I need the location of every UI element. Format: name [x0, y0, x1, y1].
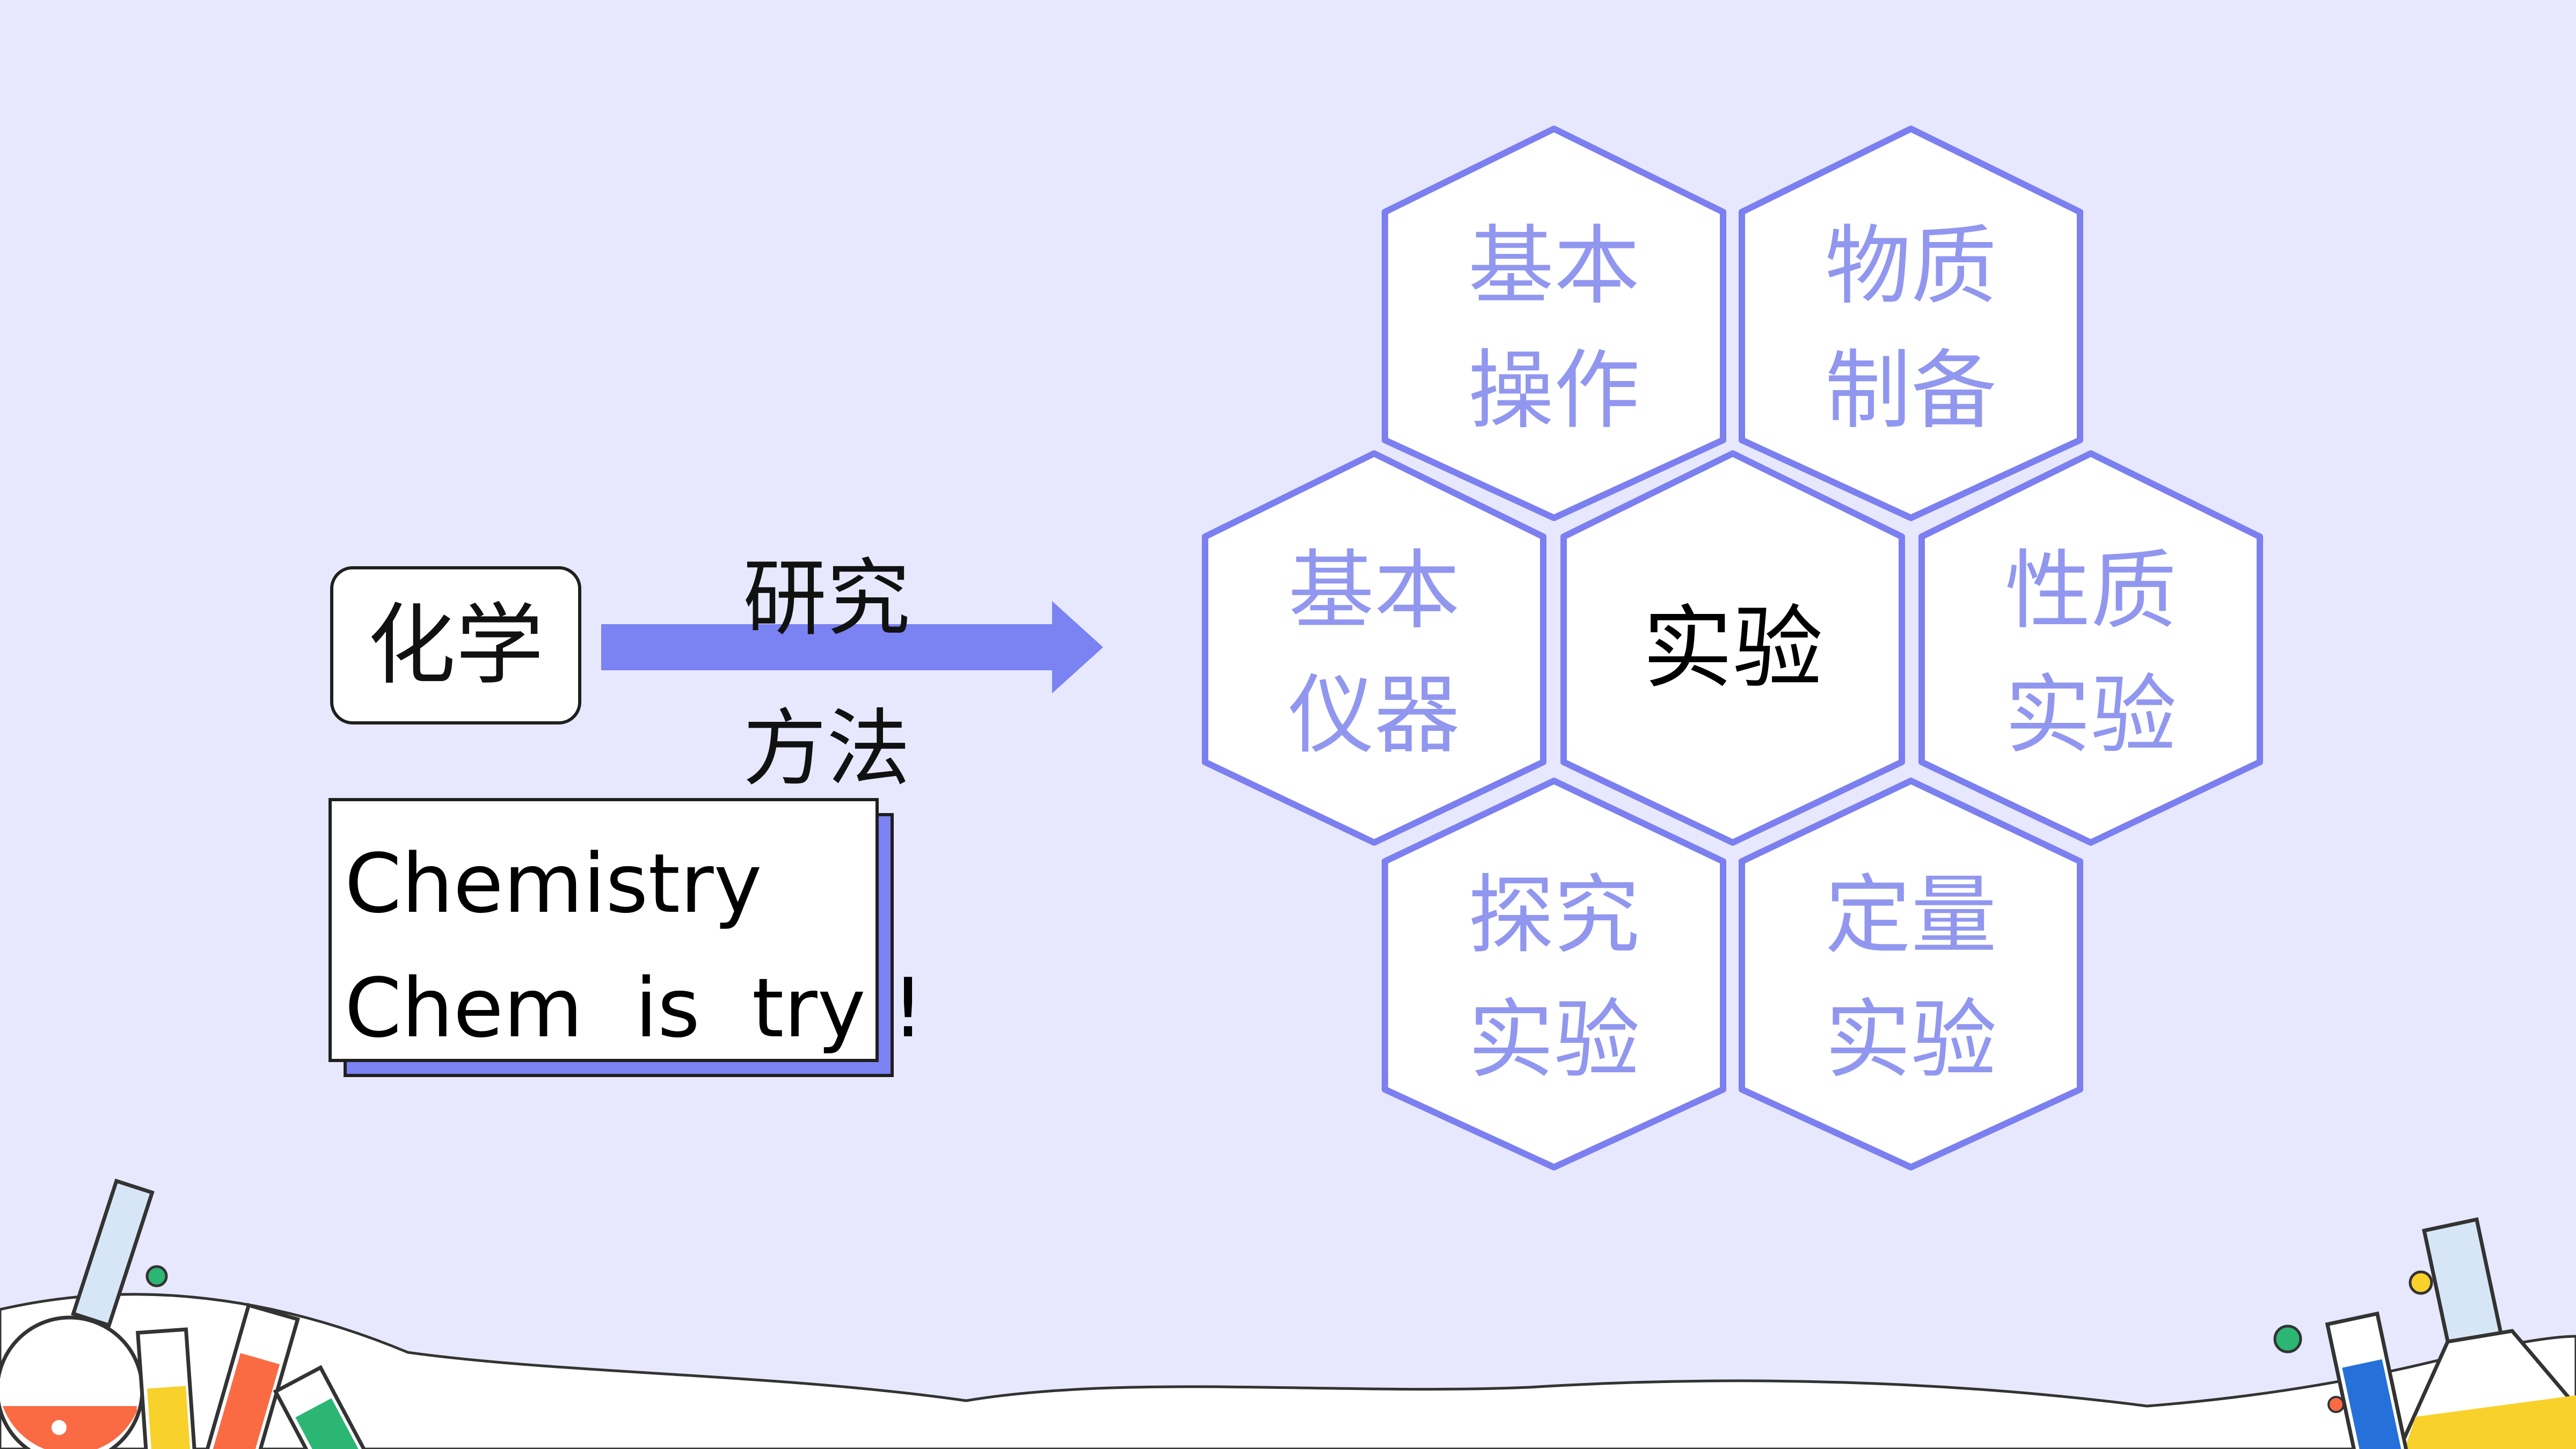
hex-label-top-left: 基本 操作 [1388, 204, 1720, 453]
subject-box: 化学 [330, 566, 581, 724]
hex-label-bottom-right: 定量 实验 [1745, 853, 2077, 1102]
hexagon-center [1560, 450, 1905, 846]
hexagon-bottom-left [1382, 778, 1726, 1170]
bubble-green-right-icon [2273, 1324, 2302, 1353]
hexagon-mid-right [1918, 450, 2263, 846]
hex-text-line: 仪器 [1288, 665, 1460, 765]
hex-text-line: 性质 [2004, 540, 2177, 641]
hex-label-bottom-left: 探究 实验 [1388, 853, 1720, 1102]
hex-text-line: 定量 [1825, 865, 1997, 965]
method-line-1: 研究 [743, 550, 910, 647]
hex-text-line: 基本 [1288, 540, 1460, 641]
note-line-2: Chem is try ! [345, 961, 925, 1056]
hex-text-line: 制备 [1825, 340, 1997, 441]
hex-text-line: 实验 [1468, 990, 1640, 1090]
test-tube-yellow-icon [136, 1327, 198, 1449]
hex-text-line: 实验 [2004, 665, 2177, 765]
flask-left-icon [0, 1179, 155, 1449]
bubble-yellow-icon [2409, 1270, 2433, 1295]
hexagon-mid-left [1202, 450, 1546, 846]
hex-label-mid-right: 性质 实验 [1924, 529, 2257, 778]
note-line-1: Chemistry [345, 836, 762, 931]
hex-text-line: 物质 [1825, 216, 1997, 316]
bubble-orange-icon [2327, 1396, 2345, 1413]
test-tube-green-icon [273, 1365, 379, 1449]
hexagon-top-left [1382, 126, 1726, 521]
hex-text-line: 实验 [1825, 990, 1997, 1090]
flask-right-icon [2397, 1217, 2576, 1449]
hex-text-line: 实验 [1643, 596, 1823, 701]
hex-label-top-right: 物质 制备 [1745, 204, 2077, 453]
hex-text-line: 探究 [1468, 865, 1640, 965]
test-tube-red-icon [202, 1302, 300, 1449]
decorative-hills [0, 1293, 2576, 1449]
subject-label: 化学 [367, 594, 544, 697]
note-card: Chemistry Chem is try ! [329, 798, 924, 1062]
method-label: 研究 方法 [735, 523, 918, 824]
method-line-2: 方法 [743, 700, 910, 797]
hex-text-line: 操作 [1468, 340, 1640, 441]
hexagon-top-right [1739, 126, 2083, 521]
hexagon-bottom-right [1739, 778, 2083, 1170]
hex-text-line: 基本 [1468, 216, 1640, 316]
bubble-green-icon [145, 1265, 168, 1287]
hex-label-mid-left: 基本 仪器 [1208, 529, 1541, 778]
arrow-icon [601, 601, 1103, 693]
hex-label-center: 实验 [1566, 584, 1899, 713]
